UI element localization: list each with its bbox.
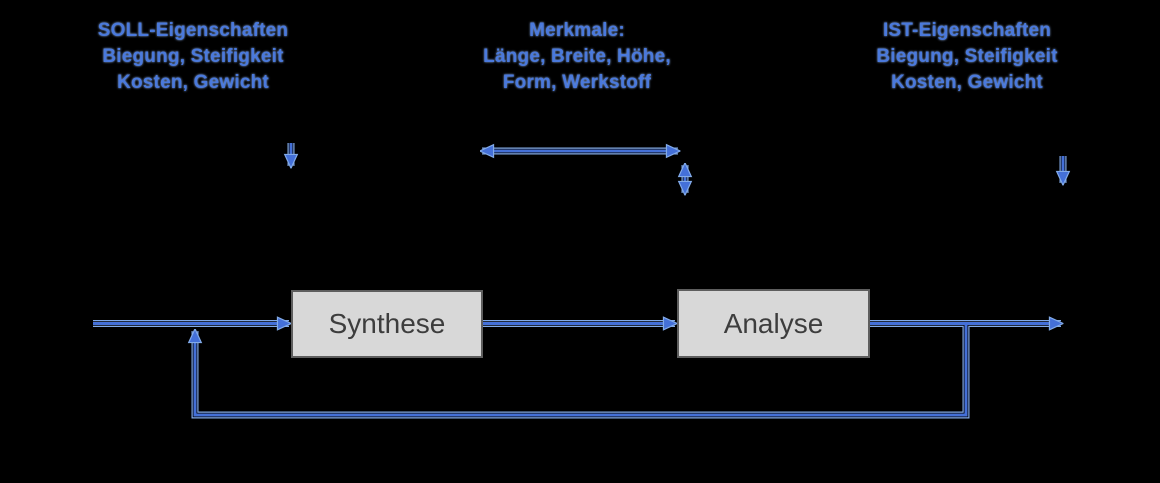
soll-line-3: Kosten, Gewicht xyxy=(117,72,269,93)
soll-title: SOLL-Eigenschaften xyxy=(97,20,289,41)
ist-properties-label: IST-Eigenschaften Biegung, Steifigkeit K… xyxy=(797,18,1137,96)
merkmale-label: Merkmale: Länge, Breite, Höhe, Form, Wer… xyxy=(407,18,747,96)
merkmale-title: Merkmale: xyxy=(529,20,625,41)
feedback-arrow xyxy=(195,324,968,417)
synthese-node-label: Synthese xyxy=(328,308,446,339)
arrow-gap-layer xyxy=(93,143,1066,418)
analyse-node: Analyse xyxy=(677,289,870,358)
arrow-core-layer xyxy=(93,143,1063,417)
ist-line-3: Kosten, Gewicht xyxy=(891,72,1043,93)
merkmale-line-2: Länge, Breite, Höhe, xyxy=(483,46,671,67)
arrow-halo-layer xyxy=(93,143,1067,419)
ist-line-2: Biegung, Steifigkeit xyxy=(876,46,1058,67)
merkmale-line-3: Form, Werkstoff xyxy=(502,72,652,93)
ist-title: IST-Eigenschaften xyxy=(882,20,1052,41)
analyse-node-label: Analyse xyxy=(723,307,824,339)
soll-line-2: Biegung, Steifigkeit xyxy=(102,46,284,67)
synthese-node: Synthese xyxy=(291,290,483,358)
soll-properties-label: SOLL-Eigenschaften Biegung, Steifigkeit … xyxy=(23,18,363,96)
